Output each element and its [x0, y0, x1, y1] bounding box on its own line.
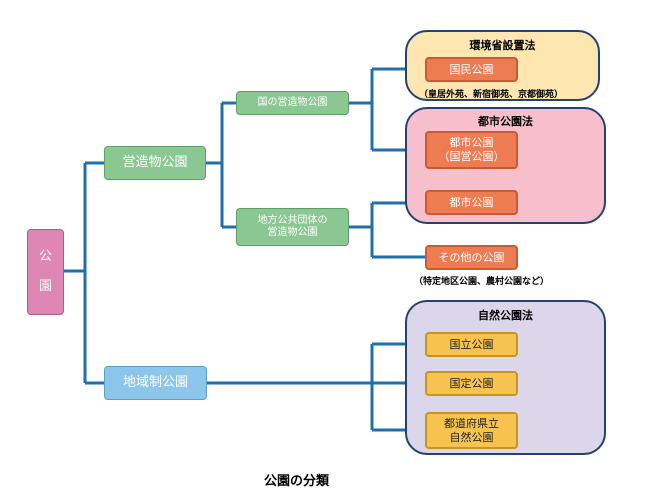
note-kokumin: （皇居外苑、新宿御苑、京都御苑）: [419, 90, 564, 100]
connector-chiho: [349, 201, 425, 259]
label-kuni: 国の営造物公園: [257, 96, 328, 108]
law-title-kankyo: 環境省設置法: [469, 39, 536, 52]
label-toshi: 都市公園: [449, 195, 494, 209]
node-kokutei-koen: 国定公園: [425, 371, 518, 396]
label-todofuken-2: 自然公園: [449, 430, 494, 444]
label-sonota: その他の公園: [438, 250, 505, 264]
connector-root: [64, 161, 104, 385]
node-chiho-eizobutsu: 地方公共団体の 営造物公園: [236, 208, 349, 246]
label-kokuritsu: 国立公園: [449, 337, 494, 351]
node-eizobutsu-koen: 営造物公園: [104, 146, 206, 180]
node-toshi-koen-kokuei: 都市公園 （国営公園）: [425, 131, 518, 169]
node-chiikisei-koen: 地域制公園: [104, 366, 207, 400]
label-toshi-koku-1: 都市公園: [449, 136, 494, 150]
label-todofuken-1: 都道府県立: [444, 416, 499, 430]
root-node-koen: 公 園: [27, 229, 64, 315]
node-todofuken-shizen-koen: 都道府県立 自然公園: [425, 412, 518, 449]
law-title-toshi: 都市公園法: [478, 115, 533, 128]
node-kokuritsu-koen: 国立公園: [425, 332, 518, 357]
law-title-shizen: 自然公園法: [478, 309, 533, 322]
label-chiikisei: 地域制公園: [122, 374, 188, 390]
label-toshi-koku-2: （国営公園）: [438, 150, 505, 163]
node-sonota-koen: その他の公園: [425, 245, 518, 270]
note-sonota: （特定地区公園、農村公園など）: [414, 277, 550, 287]
label-chiho-2: 営造物公園: [267, 227, 318, 238]
label-eizobutsu: 営造物公園: [122, 154, 188, 170]
node-toshi-koen: 都市公園: [425, 190, 518, 215]
connector-eizobutsu: [206, 101, 236, 229]
label-chiho-1: 地方公共団体の: [257, 214, 328, 226]
label-kokutei: 国定公園: [449, 376, 494, 390]
connector-chiikisei: [207, 342, 425, 432]
root-label-1: 公: [38, 248, 52, 264]
label-kokumin: 国民公園: [449, 62, 494, 76]
root-label-2: 園: [38, 279, 52, 294]
node-kuni-eizobutsu: 国の営造物公園: [236, 91, 349, 115]
connector-kuni: [349, 67, 425, 152]
diagram-caption: 公園の分類: [264, 474, 330, 489]
node-kokumin-koen: 国民公園: [425, 57, 518, 82]
